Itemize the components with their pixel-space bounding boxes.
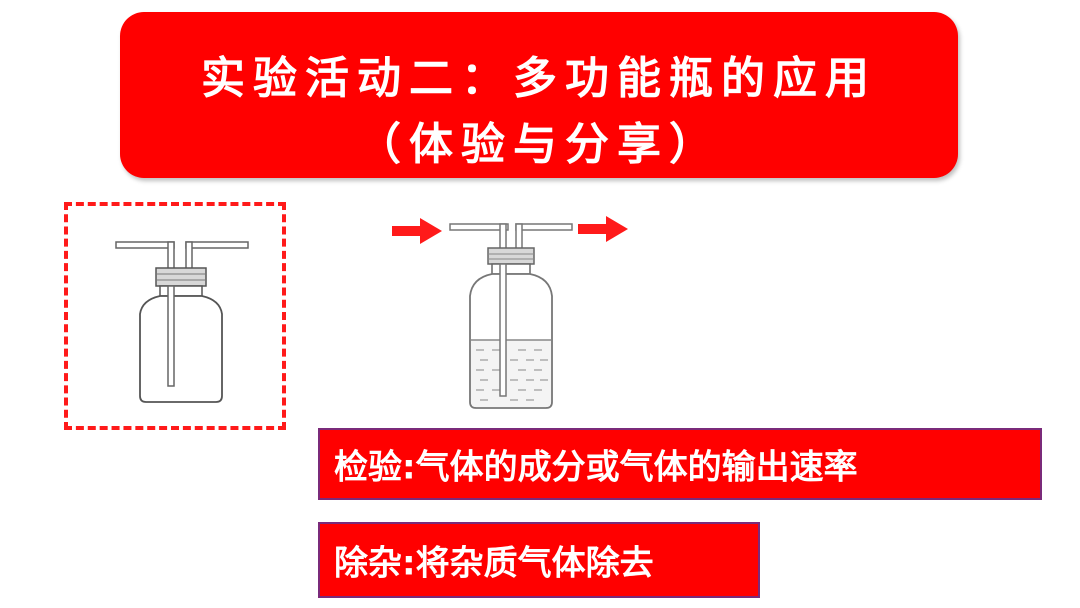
inspection-text: 检验:气体的成分或气体的输出速率 [334, 447, 858, 488]
inspection-label-box: 检验:气体的成分或气体的输出速率 [318, 428, 1042, 500]
page-title: 实验活动二：多功能瓶的应用 [201, 53, 877, 104]
inlet-arrow-icon [392, 218, 442, 244]
liquid-bottle-icon [449, 223, 573, 409]
purification-text: 除杂:将杂质气体除去 [334, 543, 654, 584]
title-banner: 实验活动二：多功能瓶的应用 （体验与分享） [120, 12, 958, 178]
highlight-frame [64, 202, 286, 430]
purification-label-box: 除杂:将杂质气体除去 [318, 522, 760, 598]
page-subtitle: （体验与分享） [357, 119, 721, 170]
empty-bottle-icon [115, 241, 249, 403]
outlet-arrow-icon [578, 216, 628, 242]
